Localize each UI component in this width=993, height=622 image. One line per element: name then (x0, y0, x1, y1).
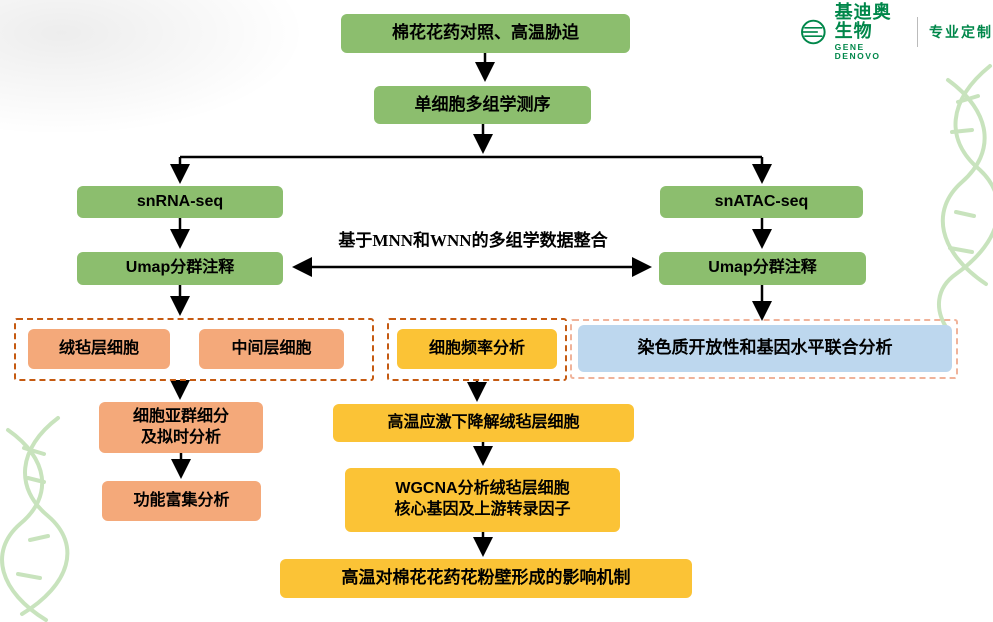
node-heat-degradation: 高温应激下降解绒毡层细胞 (333, 404, 634, 442)
dna-decoration-right (936, 64, 993, 332)
logo-divider (917, 16, 918, 47)
node-umap-left: Umap分群注释 (77, 252, 283, 285)
node-treatment: 棉花花药对照、高温胁迫 (341, 14, 630, 53)
node-snatac-seq: snATAC-seq (660, 186, 863, 218)
node-snrna-seq: snRNA-seq (77, 186, 283, 218)
logo-globe-icon (801, 19, 826, 45)
node-functional-enrichment: 功能富集分析 (102, 481, 261, 521)
logo-text: 基迪奥生物 GENE DENOVO (835, 3, 907, 61)
node-tapetum-cells: 绒毡层细胞 (28, 329, 170, 369)
logo-brand-en: GENE DENOVO (834, 41, 881, 61)
node-subcluster-pseudotime: 细胞亚群细分 及拟时分析 (99, 402, 263, 453)
logo-tagline: 专业定制 (929, 23, 993, 40)
integration-label: 基于MNN和WNN的多组学数据整合 (338, 231, 608, 250)
group-joint-analysis-dashed (570, 319, 958, 379)
node-joint-analysis: 染色质开放性和基因水平联合分析 (578, 325, 952, 372)
group-cell-frequency-dashed (387, 318, 567, 381)
node-mechanism: 高温对棉花花药花粉壁形成的影响机制 (280, 559, 692, 598)
logo-brand-cn: 基迪奥生物 (834, 2, 892, 41)
node-umap-right: Umap分群注释 (659, 252, 866, 285)
node-middle-layer-cells: 中间层细胞 (199, 329, 344, 369)
node-sequencing: 单细胞多组学测序 (374, 86, 591, 124)
brand-logo: 基迪奥生物 GENE DENOVO 专业定制 (799, 3, 993, 61)
node-cell-frequency: 细胞频率分析 (397, 329, 557, 369)
dna-decoration-left (0, 416, 70, 622)
group-tapetum-middle-dashed (14, 318, 374, 381)
background-smudge (0, 0, 340, 150)
node-wgcna-analysis: WGCNA分析绒毡层细胞 核心基因及上游转录因子 (345, 468, 620, 532)
